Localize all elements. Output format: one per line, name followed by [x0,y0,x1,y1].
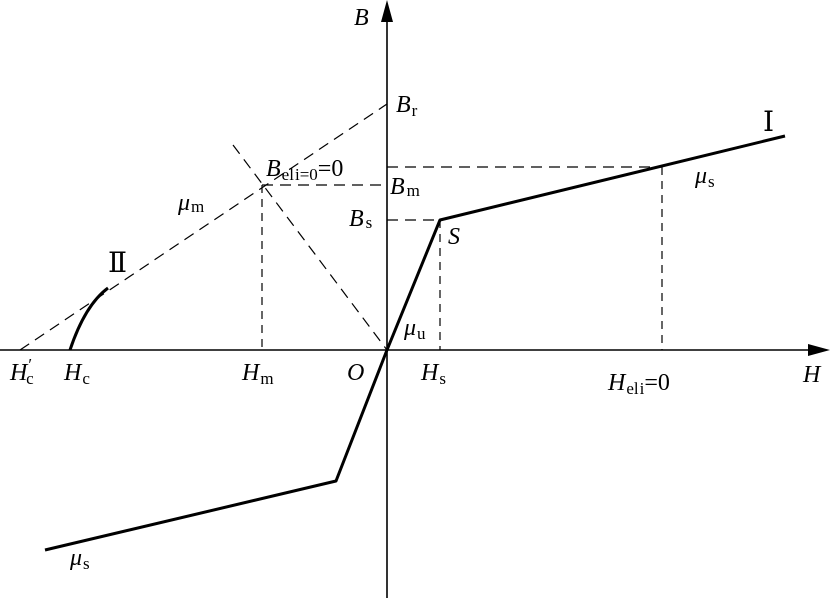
curve-1-label: Ⅰ [763,107,774,138]
mu-s-bottom-label: μs [69,545,90,573]
b-axis-arrow [381,0,393,22]
b-axis-label: B [354,5,369,31]
origin-label: O [347,360,364,386]
line-demag [232,144,388,351]
curve-2-demagnetization [68,286,109,351]
hm-label: Hm [241,360,274,388]
curves [44,134,786,552]
h-axis-arrow [808,344,830,356]
bel-label: Beli=0=0 [266,156,343,184]
hc-prime-label: H′c [9,355,34,388]
point-s-label: S [448,224,460,250]
mu-m-label: μm [177,190,204,216]
curve-2-label: Ⅱ [108,248,127,279]
dashed-verticals [261,167,663,350]
dashed-lines [19,103,662,351]
line-mu-m [19,103,388,351]
h-axis-label: H [802,362,822,388]
br-label: Br [396,92,418,120]
mu-u-label: μu [403,315,426,343]
axes [0,12,816,598]
mu-s-top-label: μs [694,163,715,191]
hs-label: Hs [420,360,446,388]
hel-label: Heli=0 [607,370,670,398]
curve-1-magnetization [44,134,786,552]
hc-label: Hc [63,360,90,388]
